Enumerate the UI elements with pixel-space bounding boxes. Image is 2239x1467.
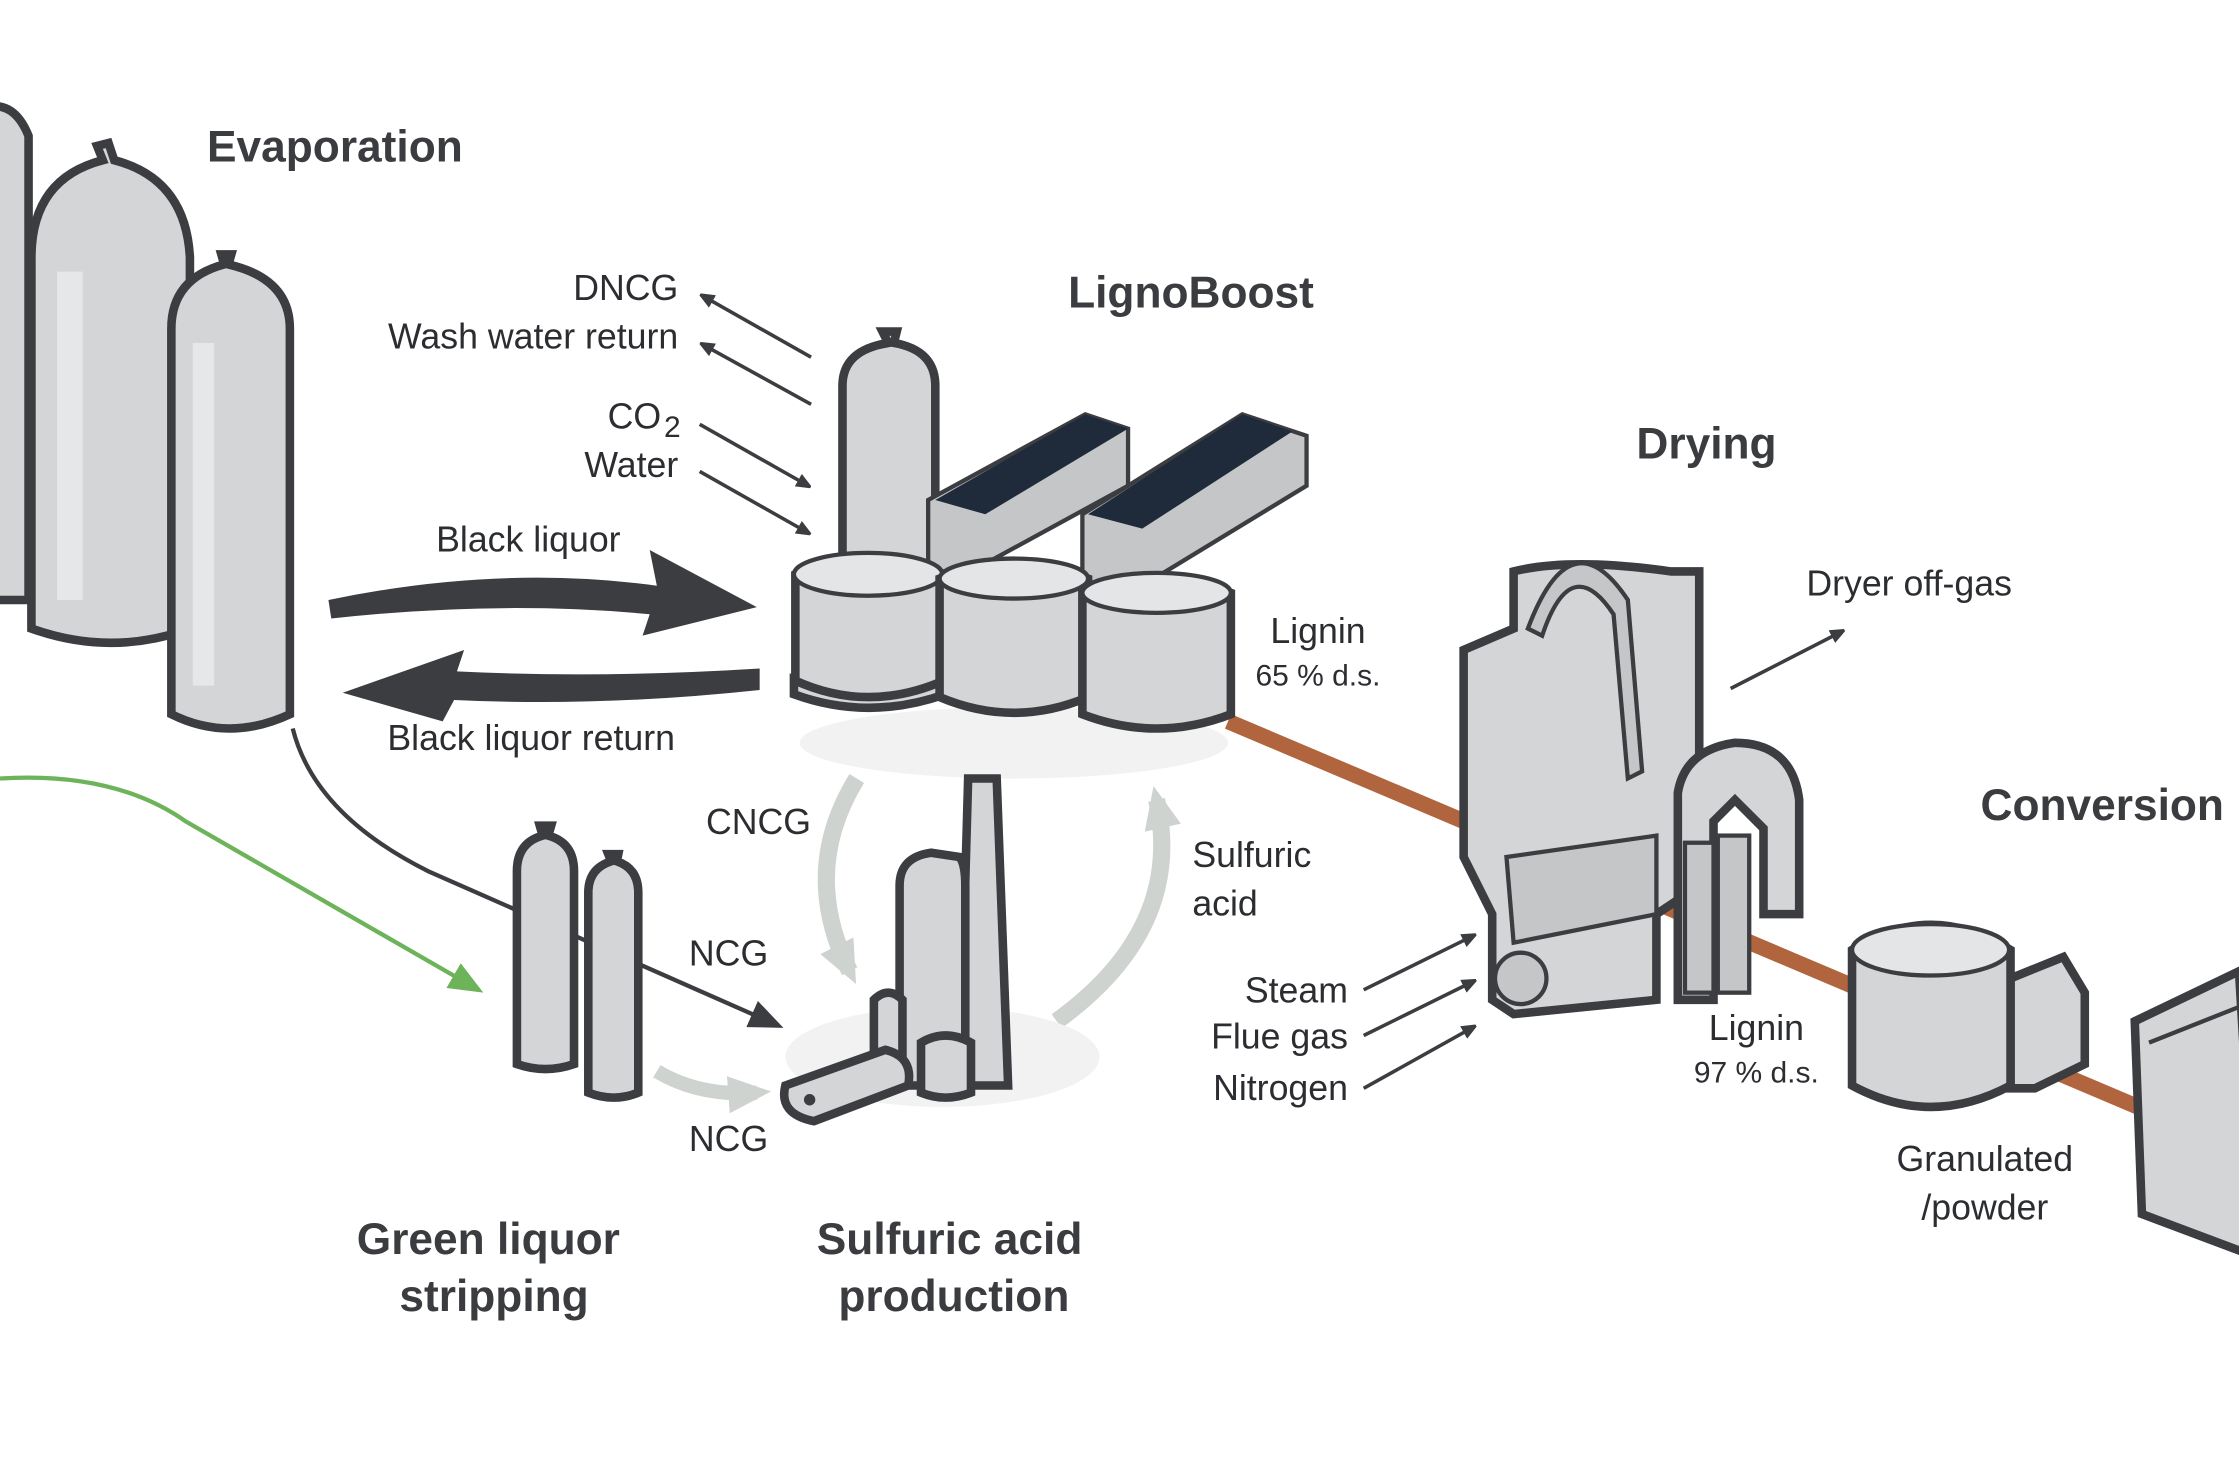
nitrogen-arrow <box>1362 1027 1474 1090</box>
label-water: Water <box>584 445 678 485</box>
label-ncg-2: NCG <box>689 1119 768 1159</box>
water-arrow <box>698 469 809 532</box>
label-lignin-97: Lignin <box>1709 1008 1804 1048</box>
stage-title-conversion: Conversion <box>1981 781 2224 830</box>
black-liquor-arrow <box>328 550 757 636</box>
cncg-recycle-arrow <box>817 773 865 985</box>
label-co2-subscript: 2 <box>664 411 681 444</box>
stage-title-lignoboost: LignoBoost <box>1068 268 1314 317</box>
stage-title-green-liquor: Green liquor <box>357 1215 620 1264</box>
co2-arrow <box>698 422 809 485</box>
label-lignin-65-ds: 65 % d.s. <box>1256 660 1381 693</box>
label-wash-water-return: Wash water return <box>388 317 678 357</box>
sulfuric-acid-production-unit <box>779 774 1100 1126</box>
steam-arrow <box>1362 936 1474 992</box>
dryer-unit <box>1459 560 1804 1019</box>
flue-gas-arrow <box>1362 981 1474 1038</box>
label-lignin-97-ds: 97 % d.s. <box>1694 1057 1819 1090</box>
stage-title-drying: Drying <box>1636 420 1776 469</box>
stripping-ncg-arrow <box>653 1065 772 1114</box>
label-black-liquor-return: Black liquor return <box>387 718 675 758</box>
label-black-liquor: Black liquor <box>436 519 621 559</box>
stage-title-sulfuric-acid: Sulfuric acid <box>817 1215 1083 1264</box>
label-lignin-65: Lignin <box>1270 611 1365 651</box>
label-ncg-1: NCG <box>689 934 768 974</box>
dncg-arrow <box>703 296 812 359</box>
black-liquor-return-arrow <box>342 649 760 722</box>
evaporation-tanks <box>0 102 295 733</box>
label-sulfuric: Sulfuric <box>1192 835 1311 875</box>
stage-title-evaporation: Evaporation <box>207 123 463 172</box>
label-nitrogen: Nitrogen <box>1213 1068 1348 1108</box>
conversion-unit <box>2130 966 2239 1255</box>
label-cncg: CNCG <box>706 802 811 842</box>
stage-title-stripping: stripping <box>399 1272 588 1321</box>
green-liquor-stripping-unit <box>512 821 643 1102</box>
label-dryer-off-gas: Dryer off-gas <box>1806 564 2012 604</box>
green-liquor-flow-arrow <box>0 775 484 993</box>
label-steam: Steam <box>1245 971 1348 1011</box>
sulfuric-acid-recycle-arrow <box>1051 785 1181 1029</box>
stage-title-production: production <box>838 1272 1069 1321</box>
label-flue-gas: Flue gas <box>1211 1016 1348 1056</box>
wash-water-return-arrow <box>703 344 812 406</box>
lignoboost-unit <box>789 327 1309 779</box>
granulator-unit <box>1847 920 2090 1112</box>
label-co2: CO <box>608 397 662 437</box>
ncg-flow-arrow <box>290 727 784 1028</box>
label-granulated: Granulated <box>1897 1139 2074 1179</box>
label-acid: acid <box>1192 884 1257 924</box>
label-dncg: DNCG <box>573 268 678 308</box>
label-powder: /powder <box>1921 1188 2048 1228</box>
dryer-off-gas-arrow <box>1729 631 1842 691</box>
